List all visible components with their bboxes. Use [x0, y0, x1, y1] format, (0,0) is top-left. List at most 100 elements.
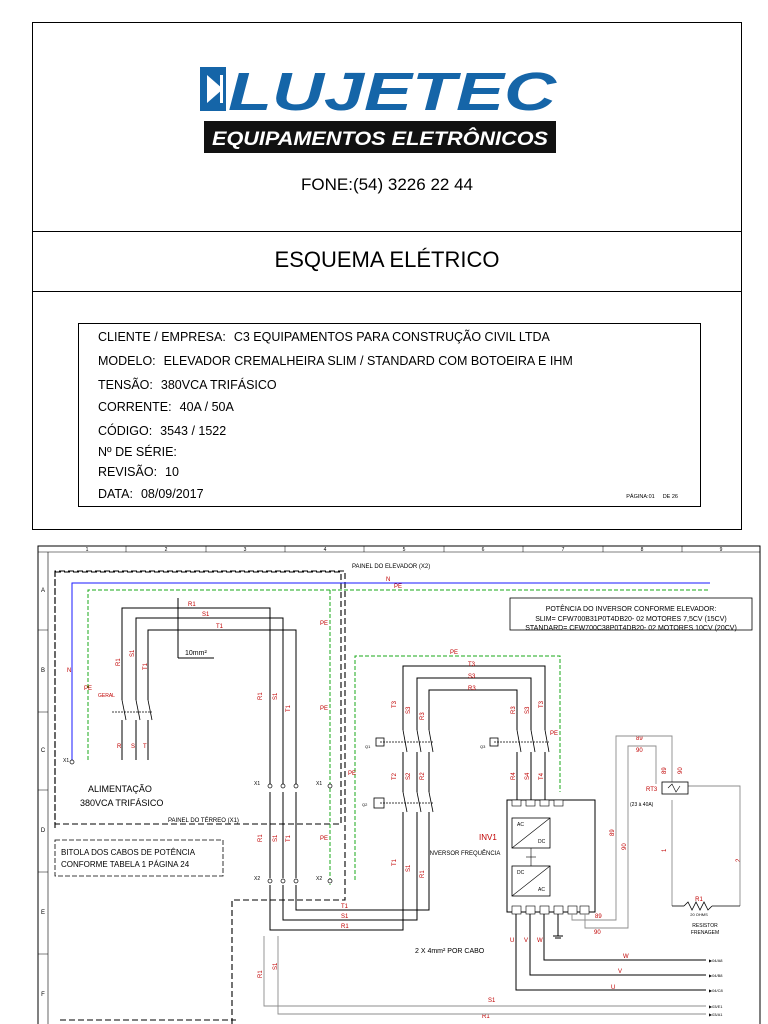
svg-text:T1: T1	[143, 662, 149, 670]
resistor-tag: R1	[695, 897, 703, 903]
info-tensao: TENSÃO:380VCA TRIFÁSICO	[98, 378, 277, 392]
earth-label: PE	[320, 706, 328, 712]
svg-text:R1: R1	[258, 692, 264, 700]
svg-text:R1: R1	[420, 870, 426, 878]
svg-text:▶04/C8: ▶04/C8	[709, 988, 724, 993]
inverter-power-standard: STANDARD= CFW700C38P0T4DB20- 02 MOTORES …	[525, 625, 737, 632]
svg-text:R3: R3	[420, 712, 426, 720]
svg-text:R3: R3	[511, 706, 517, 714]
block-ac-label: AC	[517, 822, 524, 828]
svg-text:T1: T1	[286, 704, 292, 712]
svg-text:S1: S1	[273, 962, 279, 970]
svg-text:▶04/A8: ▶04/A8	[709, 958, 723, 963]
phase-label: R1	[341, 924, 349, 930]
svg-text:Q2: Q2	[362, 802, 368, 807]
inverter-power-table	[509, 597, 753, 631]
column-number: 7	[562, 547, 565, 553]
info-modelo: MODELO:ELEVADOR CREMALHEIRA SLIM / STAND…	[98, 354, 573, 368]
panel-terreo-label: PAINEL DO TÉRREO (X1)	[168, 817, 239, 824]
row-letter: E	[41, 910, 45, 916]
svg-text:S3: S3	[468, 674, 476, 680]
info-cliente: CLIENTE / EMPRESA:C3 EQUIPAMENTOS PARA C…	[98, 330, 550, 344]
divider	[33, 291, 741, 292]
cable-gauge-note	[54, 839, 224, 877]
inverter-inv1: AC DC DC AC	[506, 799, 596, 915]
supply-label: ALIMENTAÇÃO	[88, 784, 152, 794]
svg-text:U: U	[611, 985, 615, 991]
svg-text:X2: X2	[254, 876, 260, 882]
svg-text:T: T	[143, 744, 147, 750]
svg-text:S3: S3	[406, 706, 412, 714]
block-ac-label: AC	[538, 887, 545, 893]
inverter-power-slim: SLIM= CFW700B31P0T4DB20- 02 MOTORES 7,5C…	[535, 616, 726, 623]
panel-elevador-border	[54, 570, 346, 1024]
svg-text:T3: T3	[392, 700, 398, 708]
feeder-t1	[147, 629, 297, 785]
svg-text:W: W	[623, 954, 629, 960]
svg-text:T4: T4	[539, 772, 545, 780]
info-codigo: CÓDIGO:3543 / 1522	[98, 424, 227, 438]
phase-label: R1	[188, 602, 196, 608]
contactor-k3	[489, 729, 550, 753]
svg-text:2: 2	[736, 858, 742, 862]
svg-text:90: 90	[678, 767, 684, 774]
earth-label: PE	[320, 621, 328, 627]
svg-text:R4: R4	[511, 772, 517, 780]
earth-label: PE	[550, 731, 558, 737]
block-dc-label: DC	[517, 870, 525, 876]
row-letter: C	[41, 748, 46, 754]
cable-gauge-note-line: BITOLA DOS CABOS DE POTÊNCIA	[61, 848, 196, 857]
svg-text:▶03/E1: ▶03/E1	[709, 1004, 723, 1009]
svg-text:S1: S1	[488, 998, 496, 1004]
column-number: 8	[641, 547, 644, 553]
info-serie: Nº DE SÉRIE:	[98, 445, 177, 459]
main-breaker: GERAL	[98, 693, 153, 721]
svg-text:▶04/B8: ▶04/B8	[709, 973, 723, 978]
svg-text:89: 89	[595, 914, 602, 920]
cover-sheet: LUJETEC EQUIPAMENTOS ELETRÔNICOS FONE:(5…	[32, 22, 742, 530]
contactor-k2	[373, 791, 434, 813]
row-letter: F	[41, 992, 45, 998]
svg-text:Q3: Q3	[480, 744, 486, 749]
thermal-relay-rt3	[661, 781, 689, 795]
column-number: 6	[482, 547, 485, 553]
column-number: 9	[720, 547, 723, 553]
svg-text:Q1: Q1	[365, 744, 371, 749]
info-data: DATA:08/09/2017	[98, 487, 204, 501]
svg-text:R1: R1	[116, 658, 122, 666]
earth-label: PE	[394, 584, 402, 590]
rt3-range: (23 à 40A)	[630, 802, 654, 808]
inverter-power-title: POTÊNCIA DO INVERSOR CONFORME ELEVADOR:	[546, 604, 717, 613]
svg-text:V: V	[524, 938, 528, 944]
breaker-tag: GERAL	[98, 693, 115, 699]
contactor-k1	[375, 729, 434, 753]
svg-text:S1: S1	[406, 864, 412, 872]
svg-text:S4: S4	[525, 772, 531, 780]
row-letter: B	[41, 668, 45, 674]
svg-text:90: 90	[622, 843, 628, 850]
logo-brand-text: LUJETEC	[228, 62, 557, 122]
feeder-r1	[121, 607, 271, 785]
svg-text:X1: X1	[254, 781, 260, 787]
svg-text:89: 89	[636, 736, 643, 742]
info-revisao: REVISÃO:10	[98, 465, 179, 479]
resistor-label: RESISTOR	[692, 923, 718, 929]
svg-text:S1: S1	[130, 649, 136, 657]
svg-text:T1: T1	[286, 834, 292, 842]
svg-text:89: 89	[662, 767, 668, 774]
cable-section-label: 10mm²	[185, 650, 207, 657]
logo-tagline: EQUIPAMENTOS ELETRÔNICOS	[212, 128, 548, 150]
svg-text:S: S	[131, 744, 135, 750]
svg-text:S1: S1	[273, 834, 279, 842]
phone-number: FONE:(54) 3226 22 44	[301, 175, 473, 194]
rt3-tag: RT3	[646, 787, 658, 793]
svg-text:S3: S3	[525, 706, 531, 714]
phase-label: S1	[202, 612, 210, 618]
svg-text:T1: T1	[392, 858, 398, 866]
column-number: 1	[86, 547, 89, 553]
panel-elevador-label: PAINEL DO ELEVADOR (X2)	[352, 564, 430, 570]
cable-note: 2 X 4mm² POR CABO	[415, 948, 485, 955]
cable-gauge-note-line: CONFORME TABELA 1 PÁGINA 24	[61, 860, 190, 869]
inverter-tag: INV1	[479, 833, 497, 842]
